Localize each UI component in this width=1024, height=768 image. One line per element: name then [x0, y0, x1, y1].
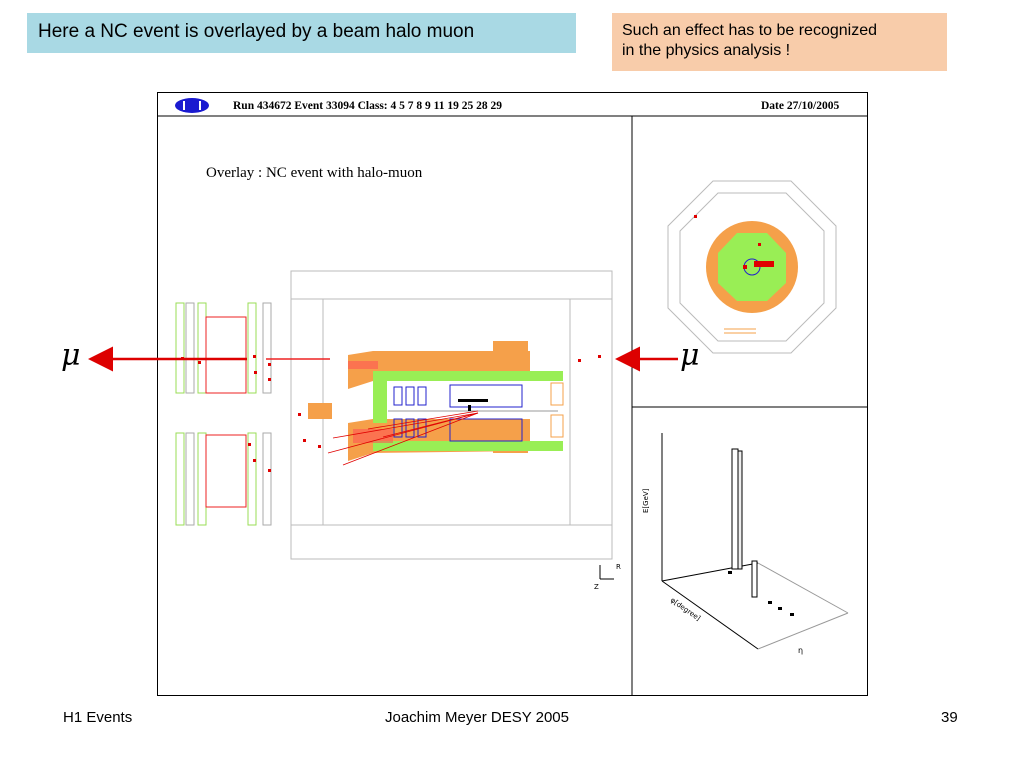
radial-view — [667, 180, 837, 354]
event-display: Run 434672 Event 33094 Class: 4 5 7 8 9 … — [157, 92, 868, 696]
event-date: Date 27/10/2005 — [761, 100, 840, 112]
lego-ylabel: E[GeV] — [642, 488, 650, 513]
axis-r-label: R — [616, 563, 621, 571]
axis-z-label: Z — [594, 583, 599, 591]
detector-drawing: Z R — [158, 115, 867, 695]
footer-center: Joachim Meyer DESY 2005 — [385, 709, 569, 726]
note-line-1: Such an effect has to be recognized — [622, 22, 877, 39]
muon-symbol-right: μ — [680, 338, 700, 373]
lego-eta-label: η — [798, 646, 803, 655]
slide-title: Here a NC event is overlayed by a beam h… — [27, 13, 576, 53]
side-view — [175, 270, 614, 580]
run-info: Run 434672 Event 33094 Class: 4 5 7 8 9 … — [233, 100, 502, 112]
note-line-2: in the physics analysis ! — [622, 42, 791, 59]
analysis-note: Such an effect has to be recognized in t… — [612, 13, 947, 71]
lego-plot — [661, 433, 849, 650]
footer-left: H1 Events — [63, 709, 133, 726]
lego-xlabel: φ[degree] — [669, 596, 702, 623]
slide-number: 39 — [941, 709, 958, 726]
h1-logo-icon — [175, 98, 209, 113]
muon-symbol-left: μ — [61, 338, 81, 373]
overlay-title: Overlay : NC event with halo-muon — [206, 165, 423, 181]
